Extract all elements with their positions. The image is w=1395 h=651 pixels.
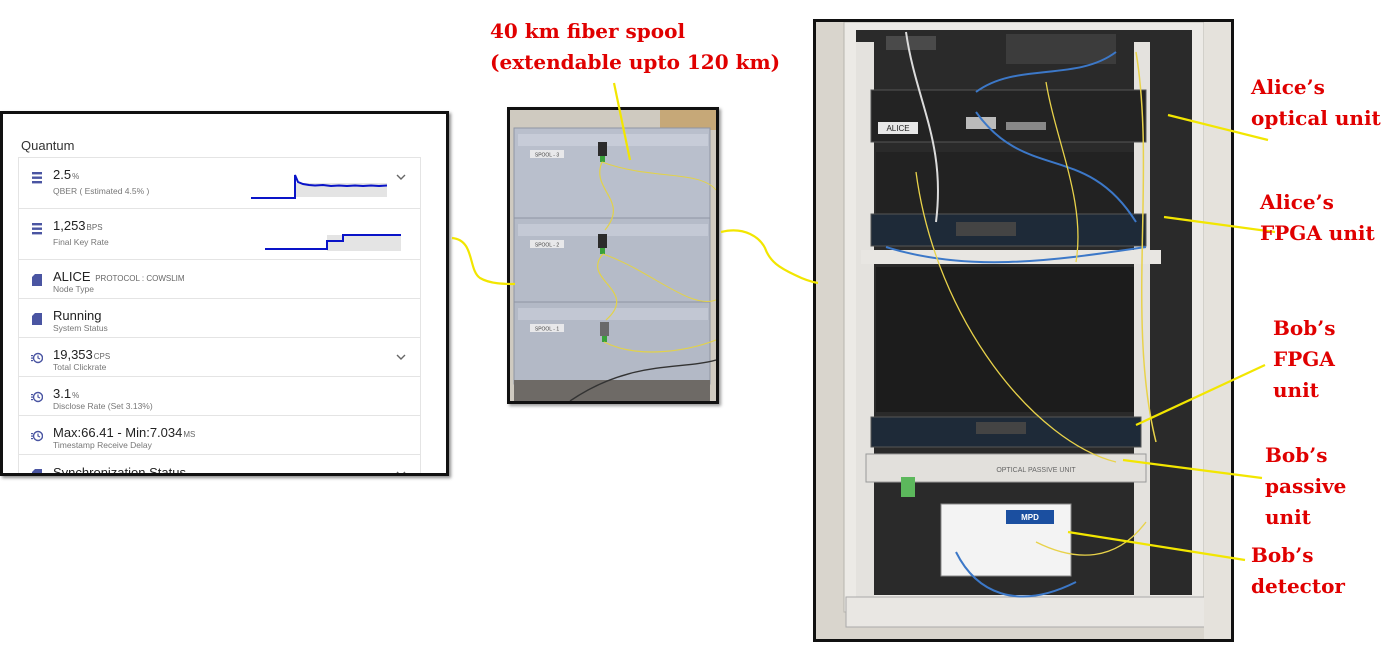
metric-unit: MS	[183, 430, 196, 439]
metric-label: QBER ( Estimated 4.5% )	[53, 186, 150, 196]
metric-value: Synchronization Status	[53, 465, 186, 476]
metric-label: System Status	[53, 323, 108, 333]
label-line: FPGA unit	[1260, 221, 1375, 245]
metric-label: Total Clickrate	[53, 362, 107, 372]
bob-passive-unit-label: Bob’s passive unit	[1265, 440, 1346, 533]
metric-unit: CPS	[93, 352, 111, 361]
chevron-down-icon[interactable]	[396, 172, 406, 182]
metric-row-timestamp-delay: Max:66.41 - Min:7.034MS Timestamp Receiv…	[18, 415, 421, 454]
label-line: unit	[1265, 505, 1311, 529]
metric-unit: %	[72, 391, 80, 400]
metric-unit: BPS	[86, 223, 103, 232]
chevron-down-icon[interactable]	[396, 352, 406, 362]
fiber-spool-illustration: SPOOL - 3 SPOOL - 2 SPOOL - 1	[510, 110, 716, 401]
quantum-dashboard-panel: Quantum 2.5% QBER ( Estimated 4.5% ) 1,2…	[0, 111, 449, 476]
metric-value: 2.5	[53, 167, 72, 182]
device-tag: ALICE	[886, 124, 909, 133]
label-line: passive	[1265, 474, 1347, 498]
history-icon	[31, 429, 43, 443]
fiber-spool-photo: SPOOL - 3 SPOOL - 2 SPOOL - 1	[507, 107, 719, 404]
label-line: Alice’s	[1260, 190, 1334, 214]
sd-card-icon	[31, 273, 43, 287]
metric-unit: PROTOCOL : COWSLIM	[95, 274, 185, 283]
label-line: Bob’s	[1251, 543, 1314, 567]
alice-optical-unit-label: Alice’s optical unit	[1251, 72, 1381, 134]
label-line: FPGA	[1273, 347, 1335, 371]
panel-title: Quantum	[21, 138, 75, 153]
metric-row-total-clickrate[interactable]: 19,353CPS Total Clickrate	[18, 337, 421, 376]
link-dashboard-to-spool	[451, 236, 516, 286]
metric-row-synchronization-status[interactable]: Synchronization Status	[18, 454, 421, 476]
spool-label-line: (extendable upto 120 km)	[490, 50, 781, 74]
rack-illustration: ALICE OPTICAL PASSIVE UNIT MPD	[816, 22, 1231, 639]
spool-tag: SPOOL - 2	[535, 243, 559, 249]
bob-detector-label: Bob’s detector	[1251, 540, 1345, 602]
device-tag: MPD	[1021, 513, 1039, 522]
alice-fpga-unit-label: Alice’s FPGA unit	[1260, 187, 1375, 249]
metric-row-disclose-rate: 3.1% Disclose Rate (Set 3.13%)	[18, 376, 421, 415]
history-icon	[31, 351, 43, 365]
label-line: optical unit	[1251, 106, 1381, 130]
metric-label: Disclose Rate (Set 3.13%)	[53, 401, 153, 411]
bob-fpga-unit-label: Bob’s FPGA unit	[1273, 313, 1335, 406]
key-rate-sparkline	[265, 234, 401, 251]
sd-card-icon	[31, 312, 43, 326]
metric-row-final-key-rate[interactable]: 1,253BPS Final Key Rate	[18, 208, 421, 259]
label-line: Bob’s	[1265, 443, 1328, 467]
sd-card-icon	[31, 468, 43, 473]
qber-sparkline	[251, 174, 387, 199]
history-icon	[31, 390, 43, 404]
metric-label: Timestamp Receive Delay	[53, 440, 152, 450]
label-line: unit	[1273, 378, 1319, 402]
metrics-list: 2.5% QBER ( Estimated 4.5% ) 1,253BPS Fi…	[18, 157, 421, 476]
metric-row-qber[interactable]: 2.5% QBER ( Estimated 4.5% )	[18, 157, 421, 208]
spool-tag: SPOOL - 1	[535, 327, 559, 333]
metric-value: 1,253	[53, 218, 86, 233]
metric-value: Max:66.41 - Min:7.034	[53, 425, 183, 440]
metric-value: Running	[53, 308, 102, 323]
metric-value: 3.1	[53, 386, 72, 401]
label-line: detector	[1251, 574, 1345, 598]
spool-label: 40 km fiber spool (extendable upto 120 k…	[490, 16, 780, 78]
device-tag: OPTICAL PASSIVE UNIT	[996, 467, 1076, 474]
metric-unit: %	[72, 172, 80, 181]
rack-photo: ALICE OPTICAL PASSIVE UNIT MPD	[813, 19, 1234, 642]
metric-value: 19,353	[53, 347, 93, 362]
label-line: Bob’s	[1273, 316, 1336, 340]
stack-icon	[31, 222, 43, 236]
metric-row-node-type: ALICE PROTOCOL : COWSLIM Node Type	[18, 259, 421, 298]
metric-label: Final Key Rate	[53, 237, 109, 247]
link-spool-to-rack	[720, 229, 819, 285]
metric-label: Node Type	[53, 284, 94, 294]
chevron-down-icon[interactable]	[396, 469, 406, 473]
spool-tag: SPOOL - 3	[535, 153, 559, 159]
stack-icon	[31, 171, 43, 185]
metric-value: ALICE	[53, 269, 91, 284]
spool-label-line: 40 km fiber spool	[490, 19, 686, 43]
label-line: Alice’s	[1251, 75, 1325, 99]
metric-row-system-status: Running System Status	[18, 298, 421, 337]
